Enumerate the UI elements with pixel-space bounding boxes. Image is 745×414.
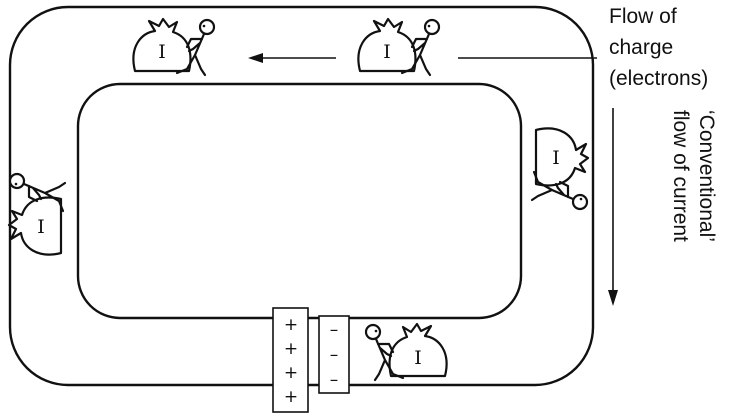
electron-carrier-figure-icon: I	[357, 17, 441, 77]
inner-loop	[76, 82, 523, 320]
negative-sign: –	[330, 320, 339, 340]
electron-flow-label: Flow of charge (electrons)	[609, 5, 708, 90]
svg-text:(electrons): (electrons)	[609, 67, 708, 90]
electron-carrier-figure-icon: I	[132, 17, 216, 77]
svg-text:Flow of: Flow of	[609, 5, 677, 28]
conventional-flow-label: ‘Conventional’ flow of current	[669, 110, 718, 242]
left-arrow-icon	[248, 53, 336, 63]
battery-negative-plate	[318, 315, 350, 394]
charge-bag-icon: I	[383, 41, 391, 63]
negative-sign: –	[330, 370, 339, 390]
charge-bag-icon: I	[37, 216, 45, 238]
positive-sign: +	[284, 387, 298, 407]
svg-text:‘Conventional’: ‘Conventional’	[695, 110, 718, 242]
svg-text:charge: charge	[609, 36, 673, 59]
positive-sign: +	[284, 363, 298, 383]
battery: + + + + – – –	[272, 307, 350, 413]
charge-bag-icon: I	[158, 41, 166, 63]
positive-sign: +	[284, 339, 298, 359]
electron-carrier-figure-icon	[364, 322, 448, 382]
electron-carrier-figure-icon: I	[530, 127, 590, 211]
svg-text:flow of current: flow of current	[669, 110, 692, 242]
charge-bag-icon: I	[414, 347, 422, 369]
down-arrow-icon	[608, 108, 618, 306]
positive-sign: +	[284, 315, 298, 335]
battery-positive-plate	[272, 307, 309, 413]
negative-sign: –	[330, 345, 339, 365]
electron-carrier-figure-icon: I	[7, 172, 67, 256]
charge-bag-icon: I	[552, 147, 560, 169]
